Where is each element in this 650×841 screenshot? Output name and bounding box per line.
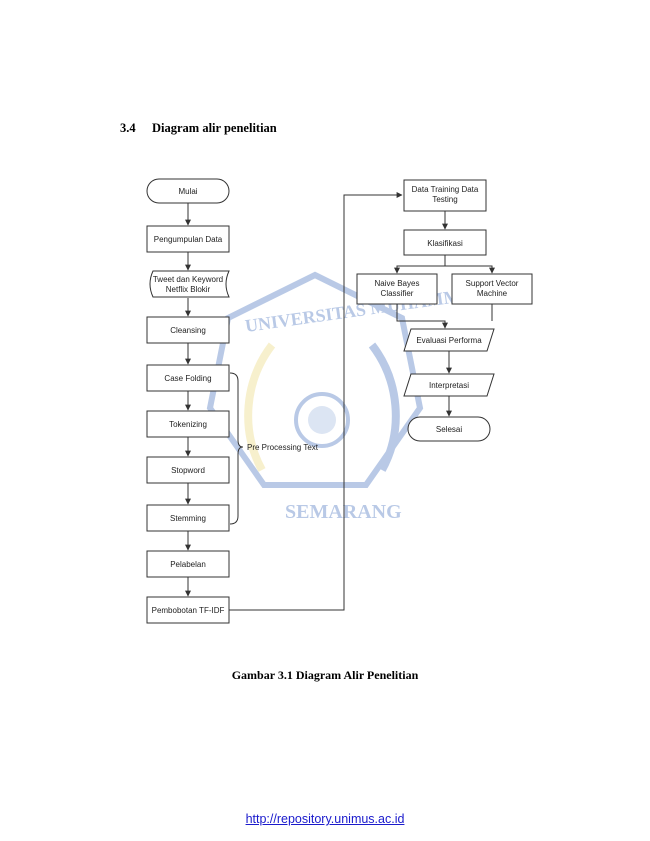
label-mulai: Mulai	[178, 187, 197, 196]
label-svm-line1: Support Vector	[466, 279, 519, 288]
label-cleansing: Cleansing	[170, 326, 206, 335]
label-pembobotan: Pembobotan TF-IDF	[152, 606, 225, 615]
node-data-training: Data Training Data Testing	[403, 179, 487, 212]
label-nb-line2: Classifier	[381, 289, 414, 298]
university-watermark: SEMARANG UNIVERSITAS MUHAMMADIYAH	[206, 271, 532, 523]
node-tokenizing: Tokenizing	[146, 410, 230, 438]
section-title: Diagram alir penelitian	[152, 121, 277, 135]
section-number: 3.4	[120, 121, 136, 135]
label-selesai: Selesai	[436, 425, 462, 434]
node-pengumpulan-data: Pengumpulan Data	[146, 225, 230, 253]
node-pelabelan: Pelabelan	[146, 550, 230, 578]
section-heading: 3.4 Diagram alir penelitian	[120, 121, 277, 136]
node-stopword: Stopword	[146, 456, 230, 484]
label-tweet-line2: Netflix Blokir	[166, 285, 211, 294]
label-nb-line1: Naive Bayes	[375, 279, 420, 288]
node-case-folding: Case Folding	[146, 364, 230, 392]
figure-caption: Gambar 3.1 Diagram Alir Penelitian	[231, 668, 419, 682]
label-pengumpulan-data: Pengumpulan Data	[154, 235, 223, 244]
label-preprocessing: Pre Processing Text	[247, 443, 319, 452]
preprocessing-bracket	[229, 372, 244, 525]
node-stemming: Stemming	[146, 504, 230, 532]
node-cleansing: Cleansing	[146, 316, 230, 344]
label-stopword: Stopword	[171, 466, 205, 475]
label-evaluasi: Evaluasi Performa	[416, 336, 482, 345]
node-naive-bayes: Naive Bayes Classifier	[356, 273, 438, 305]
node-tweet-data: Tweet dan Keyword Netflix Blokir	[149, 270, 230, 298]
label-svm-line2: Machine	[477, 289, 508, 298]
repository-link[interactable]: http://repository.unimus.ac.id	[245, 812, 405, 826]
node-interpretasi: Interpretasi	[403, 373, 495, 397]
node-selesai: Selesai	[407, 416, 491, 442]
label-interpretasi: Interpretasi	[429, 381, 469, 390]
node-pembobotan: Pembobotan TF-IDF	[146, 596, 230, 624]
footer: http://repository.unimus.ac.id	[0, 812, 650, 826]
label-tokenizing: Tokenizing	[169, 420, 207, 429]
label-klasifikasi: Klasifikasi	[427, 239, 463, 248]
label-pelabelan: Pelabelan	[170, 560, 206, 569]
label-data-line2: Testing	[432, 195, 457, 204]
connectors-right	[394, 211, 495, 417]
node-klasifikasi: Klasifikasi	[403, 229, 487, 256]
label-stemming: Stemming	[170, 514, 206, 523]
label-case-folding: Case Folding	[164, 374, 211, 383]
connectors-left	[185, 192, 403, 611]
node-svm: Support Vector Machine	[451, 273, 533, 305]
label-data-line1: Data Training Data	[412, 185, 479, 194]
node-mulai: Mulai	[146, 178, 230, 204]
label-tweet-line1: Tweet dan Keyword	[153, 275, 223, 284]
node-evaluasi: Evaluasi Performa	[403, 328, 495, 352]
